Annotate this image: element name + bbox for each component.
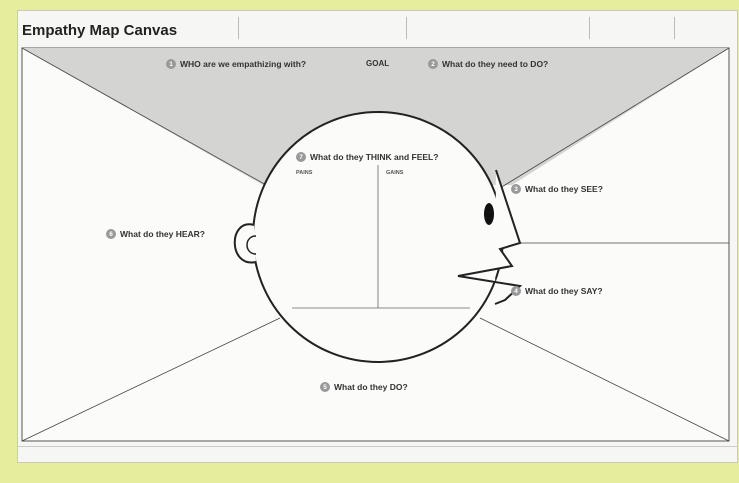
section-heading: What do they SAY? [525, 286, 603, 296]
section-hear: 6 What do they HEAR? [106, 229, 205, 241]
section-heading: What do they THINK and FEEL? [310, 152, 438, 162]
section-think-feel: 7 What do they THINK and FEEL? [296, 152, 438, 162]
header-field-2[interactable] [406, 17, 589, 39]
page-title: Empathy Map Canvas [22, 22, 177, 39]
header-field-1[interactable] [238, 17, 406, 39]
section-heading: What do they DO? [334, 382, 408, 392]
number-badge: 7 [296, 152, 306, 162]
section-do-need: 2 What do they need to DO? [428, 59, 548, 71]
section-who: 1 WHO are we empathizing with? [166, 59, 306, 71]
footer-divider [17, 446, 738, 447]
section-heading: What do they SEE? [525, 184, 603, 194]
number-badge: 2 [428, 59, 438, 69]
eye [484, 203, 494, 225]
number-badge: 1 [166, 59, 176, 69]
section-do: 5 What do they DO? [320, 382, 408, 394]
section-heading: What do they HEAR? [120, 229, 205, 239]
header-field-4[interactable] [674, 17, 732, 39]
number-badge: 3 [511, 184, 521, 194]
number-badge: 5 [320, 382, 330, 392]
section-say: 4 What do they SAY? [511, 286, 603, 298]
header-field-3[interactable] [589, 17, 674, 39]
gains-block: GAINS [386, 170, 403, 176]
section-see: 3 What do they SEE? [511, 184, 603, 196]
pains-label: PAINS [296, 170, 312, 176]
gains-label: GAINS [386, 170, 403, 176]
goal-label: GOAL [366, 59, 389, 68]
number-badge: 4 [511, 286, 521, 296]
number-badge: 6 [106, 229, 116, 239]
section-heading: What do they need to DO? [442, 59, 548, 69]
pains-block: PAINS [296, 170, 312, 176]
section-heading: WHO are we empathizing with? [180, 59, 306, 69]
